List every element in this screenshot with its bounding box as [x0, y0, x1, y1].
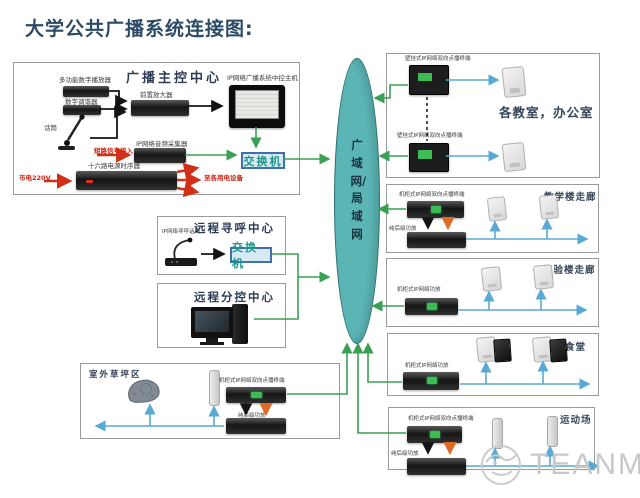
lawn-amp-label: 纯后级功放: [238, 413, 266, 419]
player-label: 多功能数字播放器: [59, 76, 111, 84]
wall-terminal-bottom-label: 壁挂式IP网络双向点播终端: [397, 133, 463, 139]
short-signal-label: 短路信号接入: [94, 147, 133, 155]
sports-amp-label: 纯后级功放: [391, 451, 419, 457]
sports-amp-device: [407, 458, 466, 475]
remote-paging-center-box: 远程寻呼中心 IP网络寻呼话筒 交换机: [157, 216, 286, 275]
computer-tower: [232, 304, 248, 344]
monitor-base: [200, 342, 224, 345]
canteen-amp-device: [403, 372, 459, 390]
tuner-label: 数字调谐器: [65, 98, 98, 106]
paging-microphone-icon: [165, 237, 197, 266]
control-host-screen: [235, 90, 279, 119]
zone-classrooms-box: 各教室，办公室 壁挂式IP网络双向点播终端 壁挂式IP网络双向点播终端: [386, 53, 600, 178]
computer-screen: [195, 311, 229, 332]
outdoor-lawn-box: 室外草坪区 机柜式IP网络双向点播终端 纯后级功放: [80, 363, 340, 439]
classroom-speaker-bottom: [501, 141, 527, 173]
power-sequencer-label: 十六路电源时序器: [88, 162, 140, 170]
zone-canteen-box: 食堂 机柜式IP网络功放: [387, 333, 599, 396]
lab-speaker-2: [532, 264, 555, 290]
teaching-amp-device: [407, 232, 466, 248]
digital-tuner-device: [63, 105, 101, 115]
sports-column-speaker-2: [547, 416, 558, 447]
monitor-stand: [206, 338, 218, 342]
wall-terminal-bottom-device: [409, 143, 449, 172]
network-label: 广域网/局域网: [350, 138, 367, 242]
digital-player-device: [63, 86, 109, 97]
preamplifier-device: [131, 100, 189, 116]
paging-switch: 交换机: [230, 241, 272, 270]
zone-canteen-label: 食堂: [565, 342, 587, 353]
teaching-speaker-1: [486, 196, 508, 222]
page-title: 大学公共广播系统连接图:: [25, 18, 254, 40]
wall-terminal-top-label: 壁挂式IP网络双向点播终端: [405, 56, 471, 62]
classroom-speaker-top: [501, 65, 527, 99]
sports-terminal-device: [407, 426, 462, 443]
control-host-label: IP网络广播系统中控主机: [227, 74, 298, 82]
outdoor-lawn-label: 室外草坪区: [89, 370, 142, 380]
audio-collector-device: [134, 148, 186, 163]
main-control-center-label: 广播主控中心: [126, 71, 223, 86]
remote-subcontrol-center-label: 远程分控中心: [194, 290, 275, 304]
zone-teaching-box: 教学楼走廊 机柜式IP网络双向点播终端 纯后级功放: [386, 184, 599, 253]
main-control-center-box: 广播主控中心 多功能数字播放器 数字调谐器 话筒 前置放大器 IP网络广播系统中…: [13, 62, 300, 195]
microphone-icon: [58, 114, 85, 150]
zone-lab-box: 实验楼走廊 机柜式IP网络功放: [386, 258, 599, 327]
sports-column-speaker-1: [492, 418, 503, 449]
power-sequencer-device: [76, 171, 177, 190]
paging-mic-label: IP网络寻呼话筒: [162, 229, 200, 235]
canteen-amp-label: 机柜式IP网络功放: [405, 363, 449, 369]
computer-monitor: [191, 307, 233, 338]
lawn-terminal-label: 机柜式IP网络双向点播终端: [219, 378, 285, 384]
mains-power-label: 市电220V: [19, 174, 51, 182]
sports-terminal-label: 机柜式IP网络双向点播终端: [408, 416, 474, 422]
lab-speaker-1: [480, 266, 503, 292]
zone-sports-box: 运动场 机柜式IP网络双向点播终端 纯后级功放: [388, 407, 595, 475]
column-speaker-icon: [209, 370, 220, 406]
canteen-speaker-black-1: [493, 338, 512, 363]
zone-classrooms-label: 各教室，办公室: [499, 105, 594, 120]
lawn-amp-device: [226, 418, 286, 434]
wall-terminal-top-device: [409, 65, 449, 95]
remote-subcontrol-center-box: 远程分控中心: [157, 283, 286, 348]
preamp-label: 前置放大器: [140, 91, 173, 99]
zone-sports-label: 运动场: [560, 415, 592, 426]
zone-lab-label: 实验楼走廊: [543, 265, 596, 276]
zone-teaching-label: 教学楼走廊: [544, 192, 597, 203]
teaching-terminal-label: 机柜式IP网络双向点播终端: [399, 192, 465, 198]
network-cloud: 广域网/局域网: [334, 58, 380, 344]
control-host-pc: [229, 85, 285, 128]
microphone-label: 话筒: [44, 124, 57, 132]
lawn-terminal-device: [226, 387, 286, 403]
rock-speaker-icon: [128, 379, 160, 403]
canteen-speaker-black-2: [549, 338, 568, 363]
main-switch: 交换机: [241, 152, 285, 169]
teaching-terminal-device: [407, 201, 464, 218]
teaching-amp-label: 纯后级功放: [389, 226, 417, 232]
lab-amp-label: 机柜式IP网络功放: [397, 287, 441, 293]
teaching-speaker-2: [538, 194, 560, 220]
audio-collector-label: IP网络音频采集器: [136, 140, 188, 148]
lab-amp-device: [405, 298, 458, 315]
remote-paging-center-label: 远程寻呼中心: [194, 221, 275, 235]
to-devices-label: 至各用电设备: [204, 174, 243, 182]
